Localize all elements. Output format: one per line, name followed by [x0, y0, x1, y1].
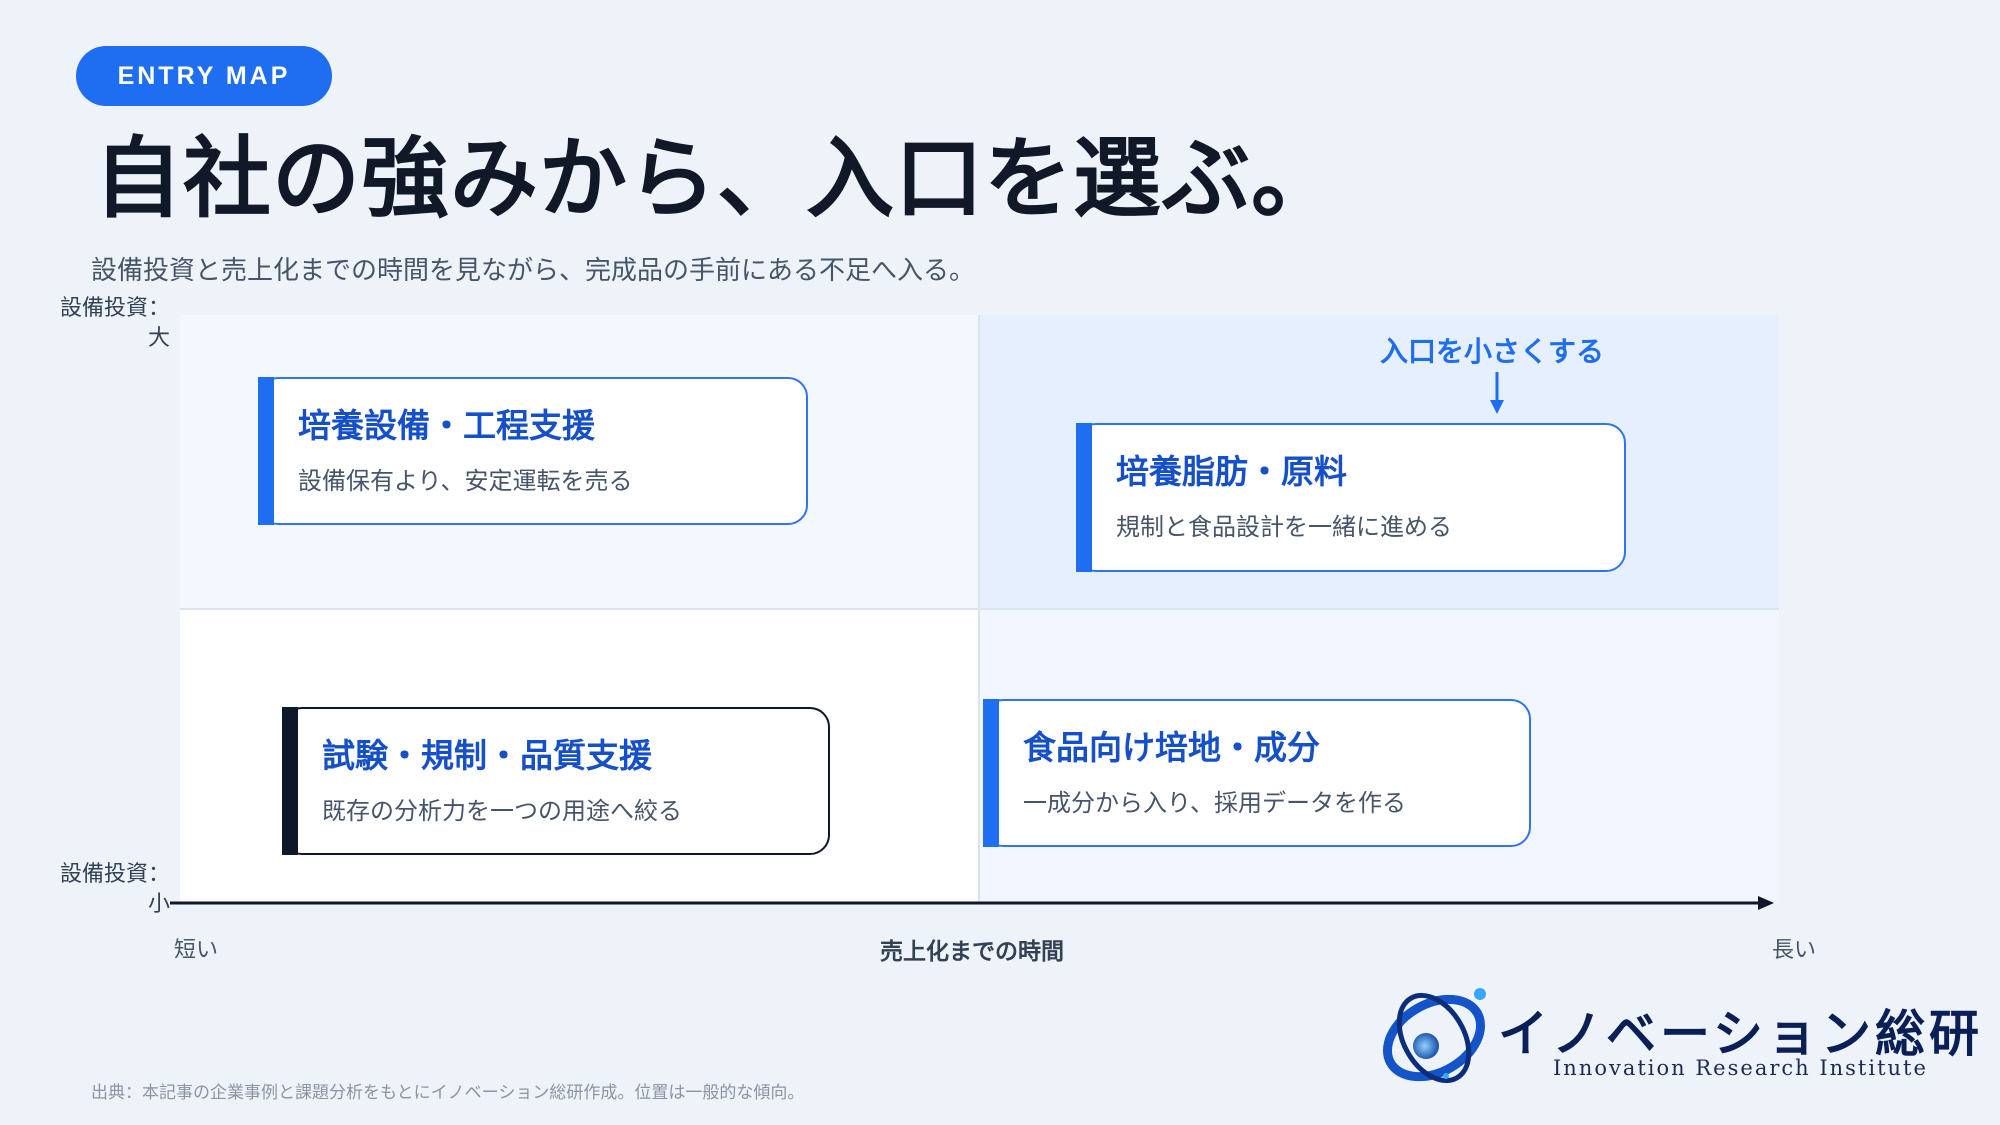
y-axis-bottom-label: 設備投資： 小 — [60, 860, 170, 920]
card-testing-regulatory: 試験・規制・品質支援 既存の分析力を一つの用途へ絞る — [282, 707, 830, 855]
x-axis-start-label: 短い — [174, 938, 219, 963]
callout-arrow-icon — [1490, 372, 1504, 414]
logo-name-en: Innovation Research Institute — [1553, 1056, 1928, 1080]
card-culture-equipment: 培養設備・工程支援 設備保有より、安定運転を売る — [258, 377, 808, 525]
card-cultured-fat: 培養脂肪・原料 規制と食品設計を一緒に進める — [1076, 423, 1626, 572]
card-accent-bar — [1076, 423, 1092, 572]
y-axis-top-line1: 設備投資： — [59, 296, 170, 321]
card-accent-bar — [258, 377, 274, 525]
card-description: 設備保有より、安定運転を売る — [298, 467, 633, 495]
logo-name-jp: イノベーション総研 — [1498, 1004, 1983, 1063]
card-description: 一成分から入り、採用データを作る — [1023, 789, 1407, 817]
y-axis-top-label: 設備投資： 大 — [60, 294, 170, 354]
quadrant-divider-horizontal — [180, 608, 1779, 610]
card-accent-bar — [983, 699, 999, 847]
y-axis-bottom-line1: 設備投資： — [59, 862, 170, 887]
card-title: 食品向け培地・成分 — [1023, 728, 1320, 767]
card-description: 規制と食品設計を一緒に進める — [1116, 513, 1452, 541]
page-title: 自社の強みから、入口を選ぶ。 — [94, 127, 1341, 230]
source-note: 出典：本記事の企業事例と課題分析をもとにイノベーション総研作成。位置は一般的な傾… — [91, 1083, 805, 1103]
card-title: 試験・規制・品質支援 — [322, 736, 652, 775]
page-subtitle: 設備投資と売上化までの時間を見ながら、完成品の手前にある不足へ入る。 — [91, 256, 976, 286]
logo-orbit-icon — [1382, 988, 1486, 1084]
card-title: 培養設備・工程支援 — [298, 406, 595, 445]
card-accent-bar — [282, 707, 298, 855]
y-axis-bottom-line2: 小 — [147, 892, 170, 917]
card-title: 培養脂肪・原料 — [1116, 452, 1347, 491]
callout-label: 入口を小さくする — [1380, 335, 1605, 368]
y-axis-top-line2: 大 — [147, 326, 170, 351]
x-axis-arrow — [170, 896, 1774, 910]
x-axis-end-label: 長い — [1772, 938, 1817, 963]
card-food-medium: 食品向け培地・成分 一成分から入り、採用データを作る — [983, 699, 1531, 847]
x-axis-title: 売上化までの時間 — [880, 939, 1064, 965]
entry-map-tag: ENTRY MAP — [76, 46, 332, 106]
card-description: 既存の分析力を一つの用途へ絞る — [322, 797, 682, 825]
